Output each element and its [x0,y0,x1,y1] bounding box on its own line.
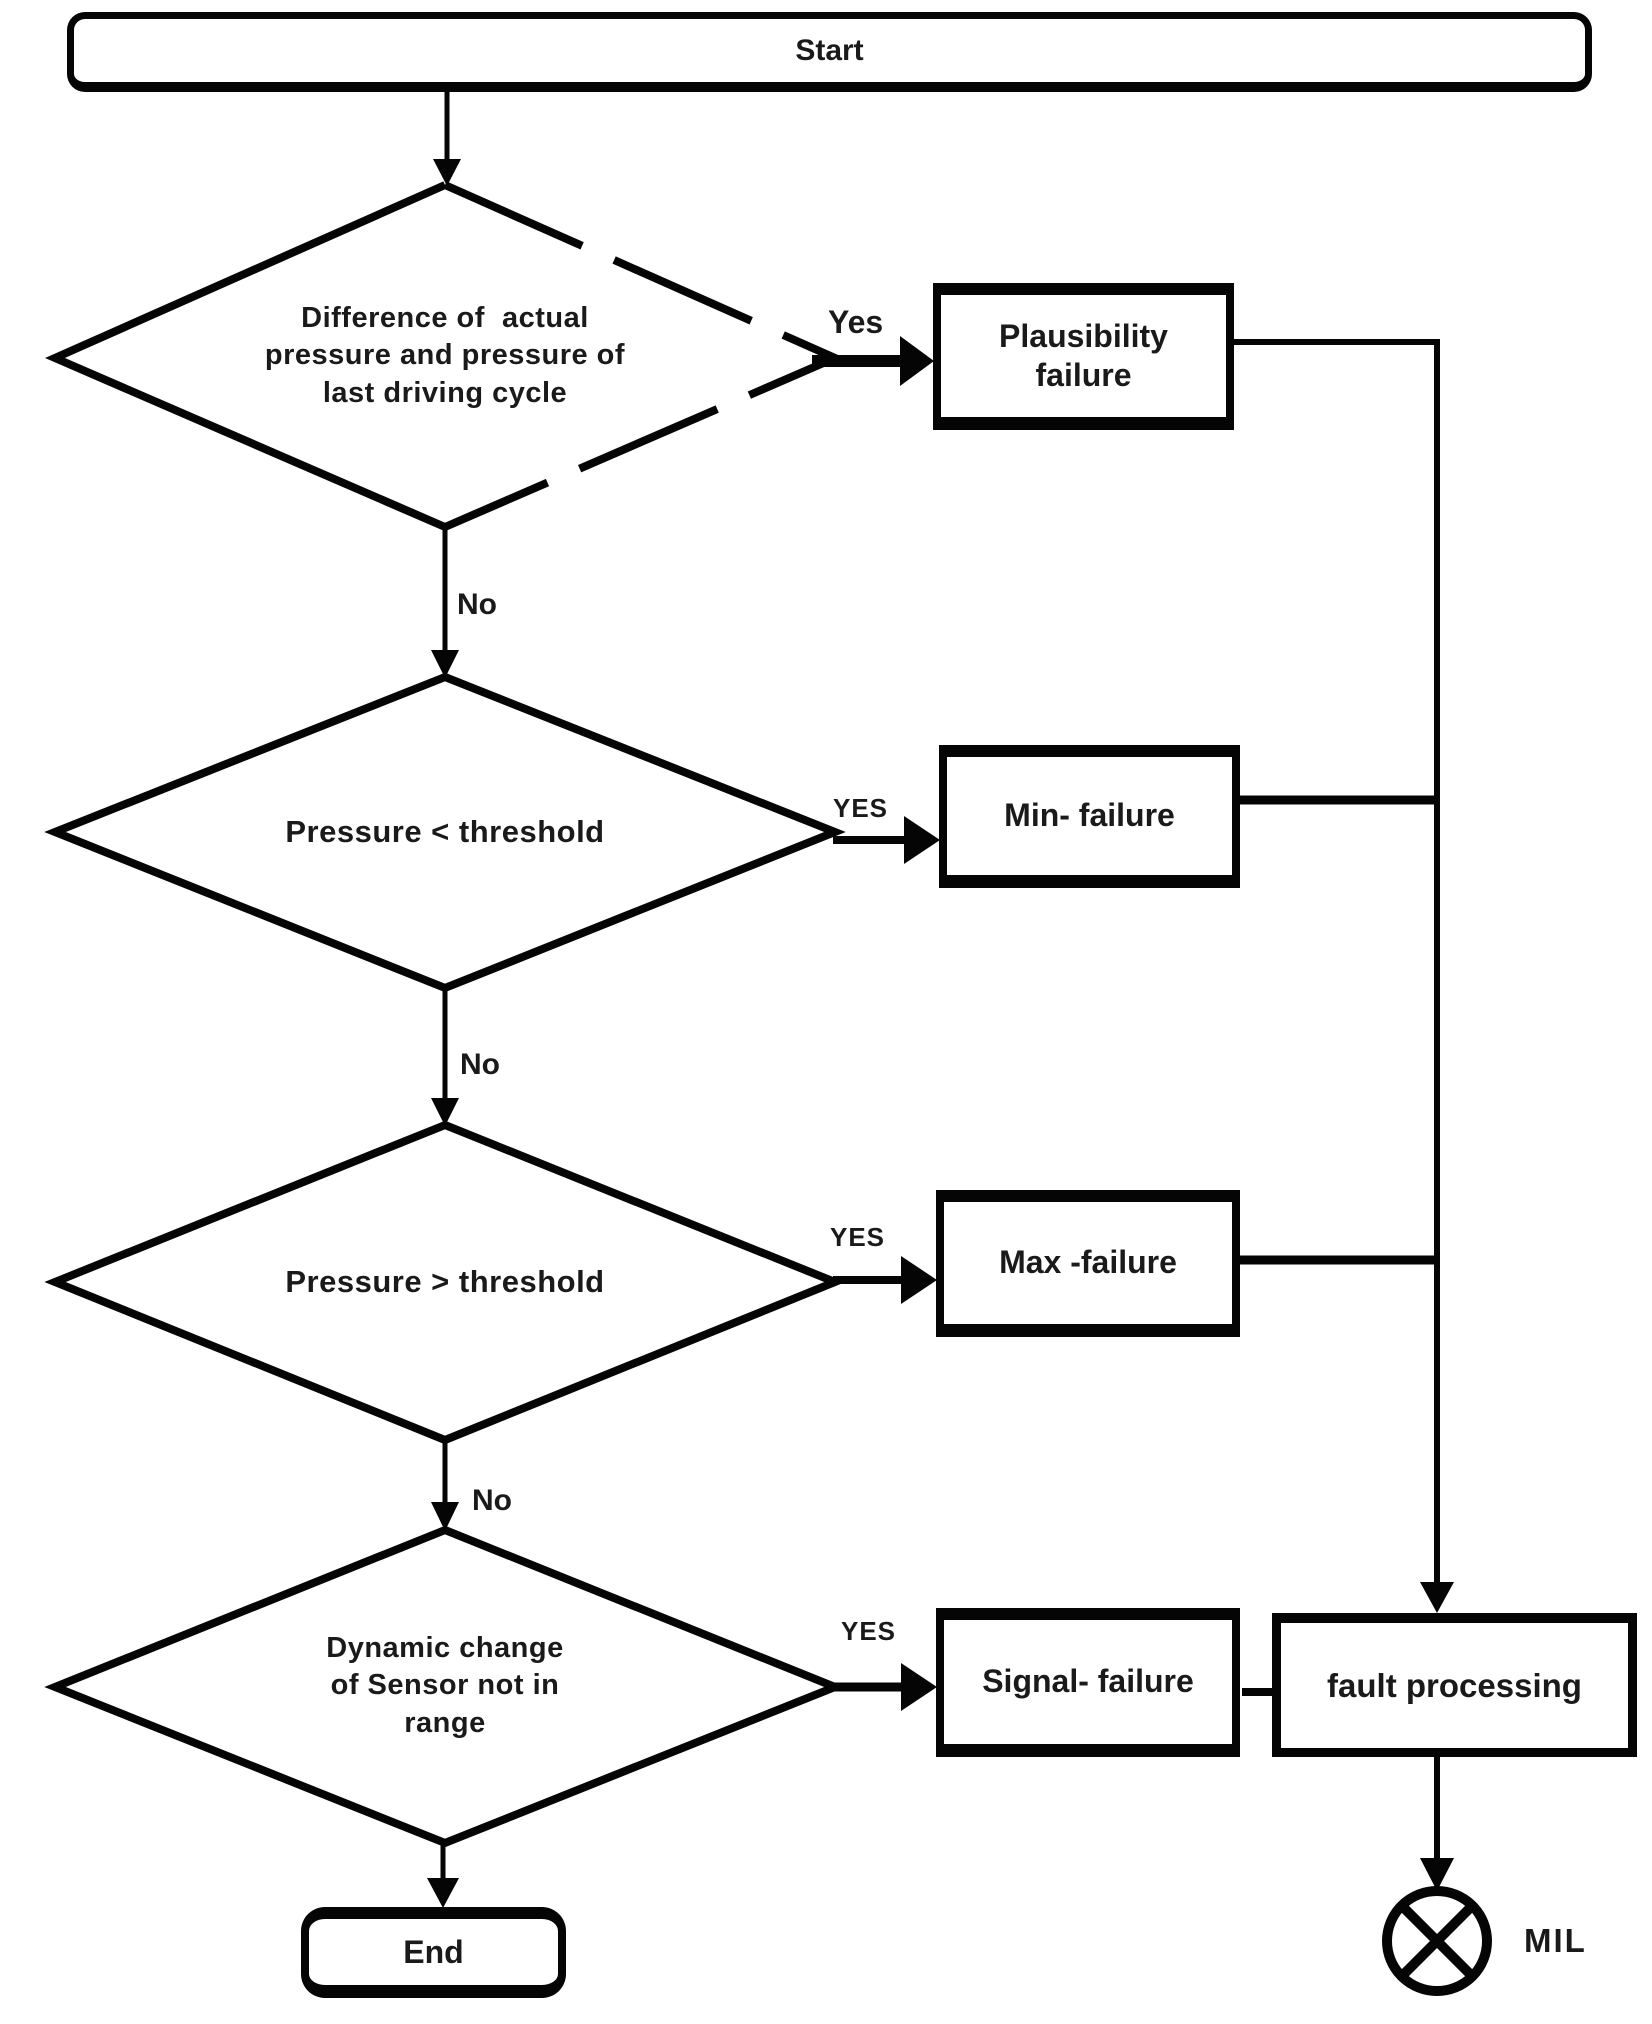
arrowhead-signal-failure-icon [901,1663,937,1711]
decision1-yes-label: Yes [828,304,884,340]
decision2-no-label: No [460,1048,500,1081]
mil-label: MIL [1524,1922,1587,1959]
arrowhead-fault-processing-icon [1420,1582,1454,1613]
arrowhead-d4-icon [431,1502,459,1531]
plausibility-failure-node: Plausibility failure [933,283,1234,430]
decision2-yes-label: YES [833,793,889,823]
decision3-yes-label: YES [830,1222,886,1252]
arrowhead-d3-icon [431,1098,459,1126]
decision2-label: Pressure < threshold [285,814,605,850]
mil-lamp-icon [1382,1886,1492,1996]
signal-failure-label: Signal- failure [982,1663,1194,1700]
decision1-no-label: No [457,588,497,621]
decision3-label: Pressure > threshold [285,1264,605,1300]
decision4-yes-label: YES [841,1616,897,1646]
arrowhead-mil-icon [1420,1858,1454,1891]
arrowhead-max-failure-icon [901,1256,937,1304]
max-failure-node: Max -failure [936,1190,1240,1337]
decision3-no-label: No [472,1484,512,1517]
min-failure-node: Min- failure [939,745,1240,888]
end-label: End [403,1933,464,1970]
arrowhead-d2-icon [431,650,459,678]
start-label: Start [795,33,864,67]
arrowhead-min-failure-icon [904,816,940,864]
diamond1-left-edges [45,181,447,531]
arrowhead-plausibility-icon [900,336,934,386]
fault-processing-node: fault processing [1272,1613,1637,1757]
min-failure-label: Min- failure [1004,797,1175,834]
decision1-label: Difference of actual pressure and pressu… [264,302,626,409]
decision4-label: Dynamic change of Sensor not in range [326,1632,564,1739]
arrowhead-d1-icon [433,159,461,186]
end-node: End [301,1907,566,1998]
arrowhead-end-icon [427,1878,459,1908]
signal-failure-node: Signal- failure [936,1608,1240,1757]
fault-processing-label: fault processing [1327,1666,1582,1704]
max-failure-label: Max -failure [999,1244,1177,1281]
plausibility-failure-label: Plausibility failure [999,317,1168,393]
start-node: Start [67,12,1592,92]
